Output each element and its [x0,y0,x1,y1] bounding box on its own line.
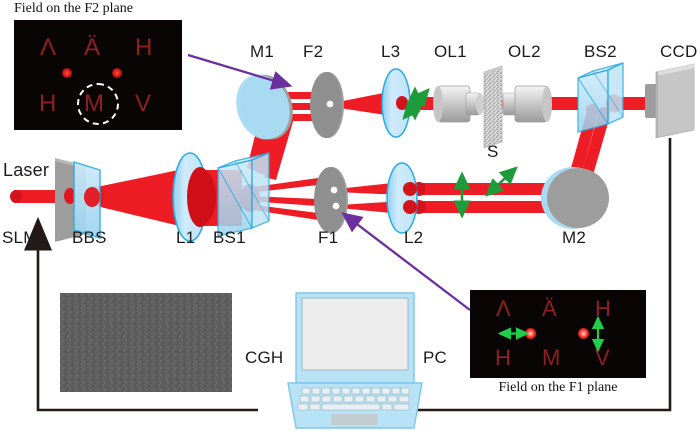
label-m1: M1 [250,42,275,61]
inset-f1-spot-0 [525,328,536,339]
component-s [483,65,503,149]
inset-f2-letter-1: Ä [84,34,101,61]
inset-f2-image: Λ Ä H H M V [14,20,182,130]
component-l2 [386,162,418,234]
label-bs2: BS2 [584,42,617,61]
inset-f1-letter-2: H [595,296,611,321]
inset-f1-letter-4: M [542,345,561,370]
label-ol2: OL2 [508,42,541,61]
component-l3 [381,68,411,138]
inset-f1-plane: Λ Ä H H M V Field on the F1 [470,290,646,395]
label-ccd: CCD [660,42,698,61]
label-laser: Laser [3,160,50,180]
inset-f2-spot-1 [112,68,122,78]
label-f2: F2 [303,42,324,61]
inset-f1-letter-1: Ä [542,296,557,321]
inset-f2-letter-5: V [135,90,152,117]
inset-f2-letter-0: Λ [40,34,57,61]
label-pc: PC [423,348,448,367]
inset-f1-arrows [497,315,605,353]
label-l1: L1 [176,228,196,247]
inset-f2-highlight-circle [77,83,119,125]
callout-arrow-f2 [187,53,293,90]
component-ccd [645,63,695,139]
cgh-speckle-svg [60,293,232,392]
inset-f1-spot-1 [578,328,589,339]
component-pc-laptop[interactable] [287,292,423,429]
inset-f2-letter-2: H [135,34,153,61]
label-l2: L2 [404,228,424,247]
laptop-trackpad [331,414,378,425]
component-l1 [172,152,213,242]
component-bbs [73,161,101,239]
component-m1 [236,74,293,140]
inset-f2-spot-0 [62,68,72,78]
inset-f2-plane: Λ Ä H H M V [14,20,182,130]
label-ol1: OL1 [434,42,467,61]
label-bbs: BBS [72,228,107,247]
label-s: S [487,142,499,161]
label-l3: L3 [381,42,401,61]
inset-f2-letter-3: H [39,90,57,117]
component-f2 [310,72,344,138]
inset-f1-image: Λ Ä H H M V [470,290,646,378]
label-m2: M2 [562,228,587,247]
wire-pc-to-slm [23,216,258,412]
label-slm: SLM [2,228,38,247]
beam-laser-to-slm [10,190,64,203]
inset-f1-letter-3: H [495,345,511,370]
inset-f1-letter-0: Λ [496,296,511,321]
callout-arrow-f1 [341,212,471,311]
label-cgh: CGH [245,348,284,367]
beam-l2-to-m2 [410,182,548,214]
laptop-keyboard [297,387,410,411]
component-bs2 [577,61,624,133]
component-m2 [541,167,609,229]
polarization-arrows-l3 [402,86,430,121]
component-f1 [314,167,348,233]
inset-f2-caption: Field on the F2 plane [14,1,133,16]
component-ol2 [502,85,552,123]
polarization-arrow-l2-diagonal [485,166,518,197]
component-bs1 [217,152,270,237]
label-bs1: BS1 [213,228,246,247]
label-f1: F1 [318,228,339,247]
cgh-image [60,293,232,392]
component-ol1 [433,85,484,123]
inset-f1-caption: Field on the F1 plane [498,380,618,395]
wire-ccd-to-pc [312,138,672,425]
